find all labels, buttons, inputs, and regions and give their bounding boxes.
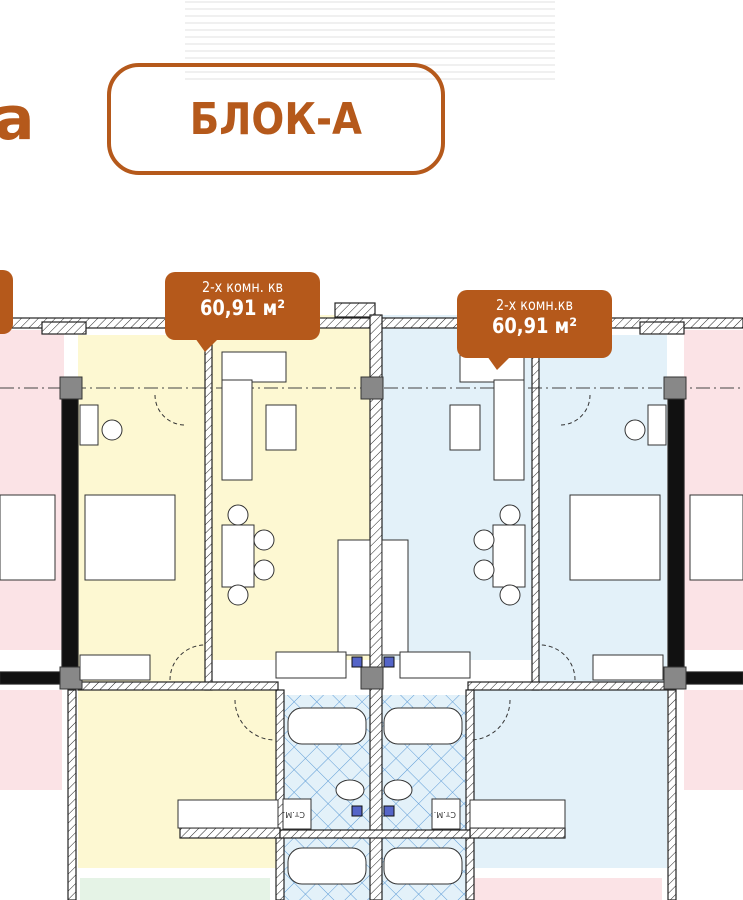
unit-area: 60,91 м² [491, 314, 578, 338]
door-swings [154, 394, 591, 741]
shaft-marker-top-left [351, 656, 363, 668]
neighbor-unit-right[interactable] [684, 330, 743, 650]
bathtub-right [383, 707, 463, 745]
shaft-marker-right [383, 805, 395, 817]
dining-table-left [221, 524, 255, 588]
sofa-left [221, 351, 287, 383]
unit-callout-yellow[interactable]: 2-х комн. кв 60,91 м² [165, 272, 320, 352]
unit-callout-left-partial [0, 270, 13, 334]
unit-callout-blue[interactable]: 2-х комн.кв 60,91 м² [457, 290, 612, 370]
neighbor-unit-left-lower[interactable] [0, 690, 62, 790]
block-badge: БЛОК-А [107, 63, 445, 175]
columns [59, 376, 687, 690]
table-left [265, 404, 297, 451]
table-right [449, 404, 481, 451]
unit-area: 60,91 м² [199, 296, 286, 320]
shaft-marker-left [351, 805, 363, 817]
block-title: БЛОК-А [189, 93, 363, 145]
brand-title-partial: а [0, 84, 34, 154]
green-room [80, 878, 270, 900]
bathtub-left [287, 707, 367, 745]
unit-type: 2-х комн. кв [201, 278, 284, 296]
unit-type: 2-х комн.кв [495, 296, 574, 314]
furniture [0, 351, 743, 885]
bed-right [569, 494, 661, 581]
shaft-label-right: Ст.М. [434, 810, 456, 819]
shaft-label-left: Ст.М. [283, 810, 305, 819]
shaft-marker-top-right [383, 656, 395, 668]
dining-table-right [492, 524, 526, 588]
bed-left [84, 494, 176, 581]
pink-room-bottom [474, 878, 662, 900]
walls [0, 302, 743, 900]
neighbor-unit-left[interactable] [0, 330, 64, 650]
neighbor-unit-right-lower[interactable] [684, 690, 743, 790]
